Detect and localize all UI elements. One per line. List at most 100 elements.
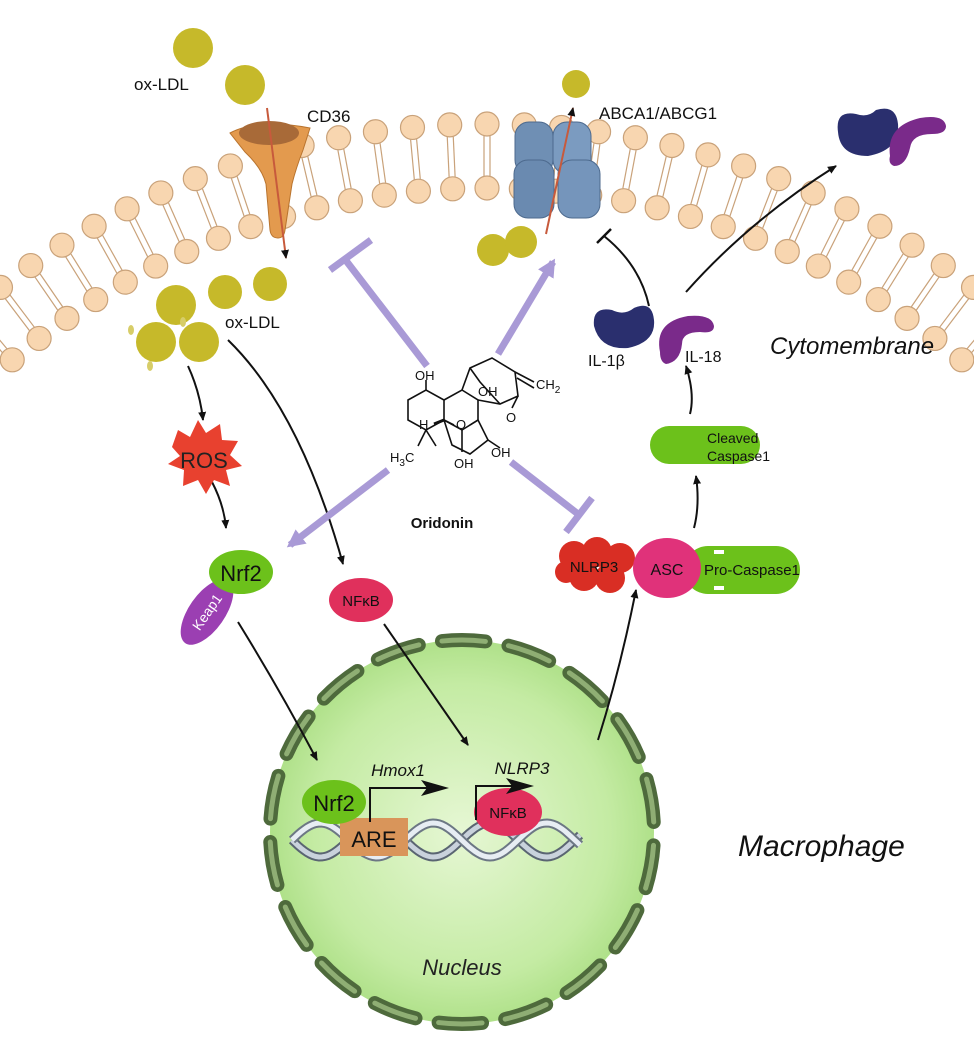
- il1b-shape: [593, 305, 655, 349]
- lipid-head-inner: [143, 253, 169, 279]
- oridonin-label: Oridonin: [411, 515, 474, 532]
- methyl-bonds: [417, 429, 437, 447]
- nuclear-envelope-highlight: [502, 1002, 549, 1022]
- oridonin-inhibits-nlrp3: [508, 459, 581, 517]
- lipid-tail: [696, 167, 709, 206]
- lipid-head-inner: [894, 305, 920, 331]
- lipid-tail: [4, 298, 30, 332]
- lipid-head-outer: [731, 153, 757, 179]
- lipid-head-outer: [114, 196, 140, 222]
- ether-bond: [443, 419, 479, 426]
- lipid-head-inner: [774, 238, 800, 265]
- lipid-tail: [756, 188, 773, 227]
- exo-methylene-double: [516, 377, 535, 389]
- nlrp3-label: NLRP3: [570, 559, 618, 576]
- ldl-particle: [156, 285, 196, 325]
- nuclear-envelope-highlight: [284, 713, 312, 757]
- nuclear-envelope-highlight: [439, 637, 488, 644]
- lipid-tail: [910, 273, 935, 308]
- arrow-nucleus-to-inflammasome: [597, 589, 639, 741]
- lipid-tail: [662, 157, 673, 197]
- ldl-efflux-arrow: [545, 107, 576, 235]
- nuclear-envelope-highlight: [319, 960, 358, 994]
- lipid-head-inner: [238, 214, 264, 240]
- lipid-tail: [690, 165, 703, 205]
- cleaved-caspase1: Cleaved Caspase1: [650, 426, 770, 464]
- lipid-tail: [0, 339, 8, 350]
- lipid-tail: [9, 294, 35, 328]
- lipid-tail: [446, 136, 450, 177]
- il1b-label: IL-1β: [588, 353, 625, 370]
- lipid-head-outer: [437, 112, 463, 138]
- cytomembrane-label: Cytomembrane: [770, 333, 934, 360]
- secreted-il18: [889, 117, 946, 166]
- cleaved-caspase-body: [650, 426, 760, 464]
- nuclear-envelope-highlight: [372, 1000, 419, 1021]
- lipid-tail: [856, 237, 878, 274]
- lipid-tail: [820, 217, 840, 255]
- lipid-tail: [762, 190, 778, 229]
- atom-h: H: [419, 417, 428, 432]
- lipid-tail: [944, 298, 970, 332]
- nfkb-nuclear-label: NFκB: [489, 805, 527, 822]
- ldl-particle: [225, 65, 265, 105]
- lipid-head-inner: [805, 253, 831, 279]
- procaspase-label: Pro-Caspase1: [704, 562, 800, 579]
- nrf2-nuclear: [302, 780, 366, 824]
- nuclear-envelope-highlight: [564, 962, 603, 996]
- lipid-head-outer: [930, 252, 956, 279]
- atom-oh-bottom: OH: [454, 456, 474, 471]
- inhibit-bar-nlrp3: [563, 495, 595, 535]
- ring-c: [443, 419, 490, 455]
- exo-methylene: [514, 371, 535, 383]
- bridge-bond: [469, 367, 501, 405]
- lipid-head-inner: [26, 325, 52, 352]
- lipid-tail: [373, 143, 381, 184]
- lipid-head-inner: [922, 325, 948, 352]
- lipid-tail: [337, 150, 346, 190]
- inhibit-bar-cd36: [327, 237, 374, 273]
- lipid-head-inner: [474, 175, 500, 201]
- arrow-nrf2-to-nucleus: [237, 621, 318, 761]
- nuclear-envelope-pores: [263, 633, 661, 1031]
- procaspase1: [684, 546, 800, 594]
- lipid-tail: [622, 148, 631, 189]
- arrow-ros-to-nrf2: [211, 481, 230, 529]
- nuclear-envelope-highlight: [436, 1020, 485, 1027]
- lipid-head-outer: [0, 274, 14, 301]
- ring-b: [443, 389, 479, 431]
- nuclear-envelope-highlight: [566, 670, 605, 704]
- lipid-head-outer: [399, 114, 426, 141]
- lipid-head-inner: [112, 269, 138, 295]
- keap1: [180, 579, 234, 645]
- lipid-tail: [230, 178, 245, 217]
- lipid-head-outer: [834, 196, 860, 222]
- atom-oh-right: OH: [491, 445, 511, 460]
- lipid-tail: [723, 176, 738, 215]
- arrow-ldl-to-nfkb: [227, 339, 345, 565]
- nuclear-envelope-highlight: [267, 839, 280, 888]
- oxldl-intracellular-label: ox-LDL: [225, 313, 280, 332]
- oridonin-atom-labels: OH OH CH2 O H O H3C OH OH: [390, 368, 561, 471]
- lipid-tail: [301, 157, 312, 197]
- nrf2-keap1-complex: Keap1 Nrf2: [180, 550, 273, 645]
- lipid-head-outer: [148, 180, 174, 206]
- ldl-particle: [253, 267, 287, 301]
- lipid-head-inner: [371, 182, 397, 208]
- lipid-tail: [129, 220, 149, 257]
- nuclear-envelope-highlight: [644, 776, 657, 825]
- arrow-cleaved-to-il: [684, 365, 693, 415]
- arrow-nfkb-to-nucleus: [383, 623, 469, 746]
- ldl-particle: [173, 28, 213, 68]
- lipid-tail: [167, 202, 186, 240]
- lipid-head-outer: [899, 232, 925, 258]
- procaspase-cleavage-mark: [714, 586, 724, 590]
- lipid-tail: [729, 178, 744, 217]
- inhibit-il1b-to-abca: [603, 235, 650, 307]
- lipid-head-outer: [49, 232, 75, 258]
- lipid-tail: [65, 256, 88, 292]
- lipid-tail: [788, 202, 807, 240]
- lipid-head-inner: [677, 203, 704, 230]
- nuclear-envelope-highlight: [267, 773, 281, 822]
- hmox1-gene-label: Hmox1: [371, 761, 425, 780]
